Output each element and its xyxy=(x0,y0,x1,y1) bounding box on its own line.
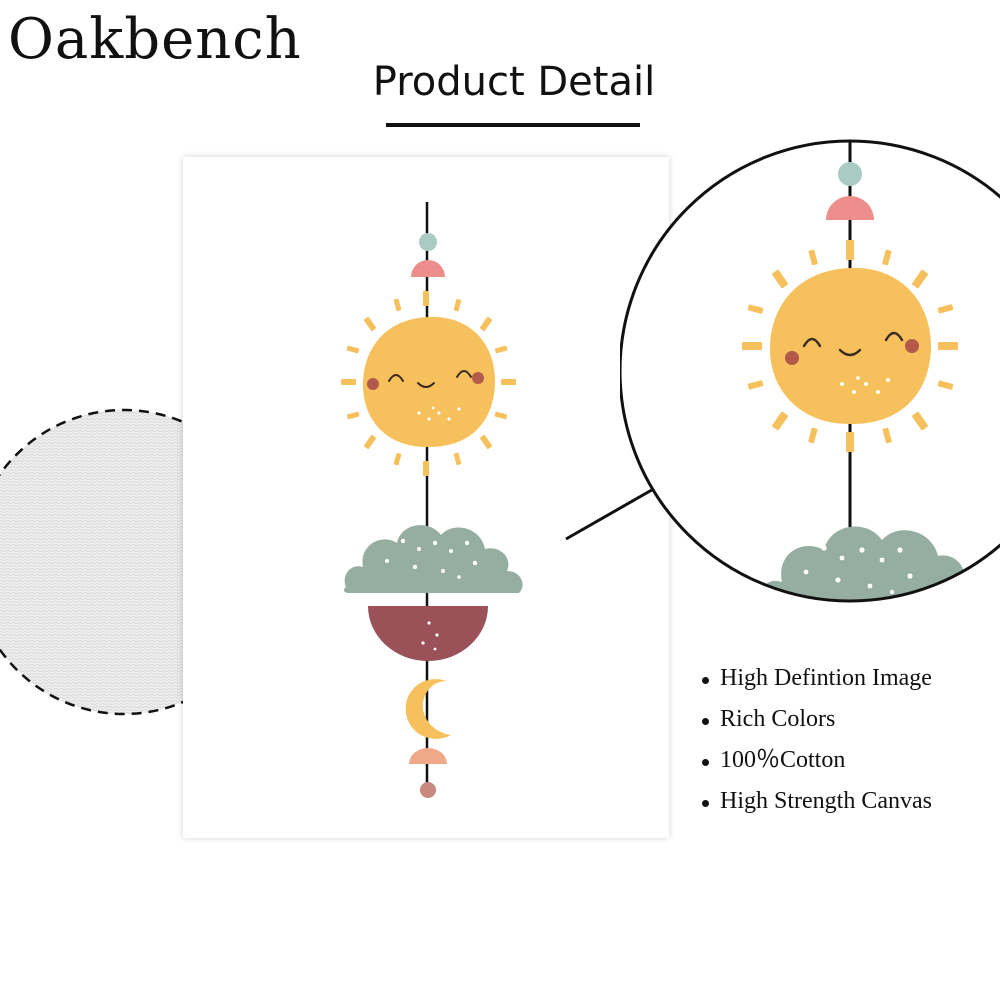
feature-item: 100％Cotton xyxy=(700,742,932,783)
sun-body xyxy=(363,316,496,448)
teal-bead xyxy=(419,233,437,251)
brand-logo: Oakbench xyxy=(8,7,302,72)
bowl-half-circle xyxy=(368,606,488,661)
sun-rays xyxy=(341,291,516,476)
poster-artwork xyxy=(341,202,523,798)
bottom-bead xyxy=(420,782,436,798)
peach-half-circle xyxy=(409,748,447,764)
title-underline xyxy=(386,123,640,127)
sun-cheek-left xyxy=(367,378,379,390)
sun-cheek-right xyxy=(472,372,484,384)
cloud-dots xyxy=(385,538,478,579)
feature-item: High Defintion Image xyxy=(700,660,932,701)
feature-item: High Strength Canvas xyxy=(700,783,932,824)
poster-card xyxy=(183,157,669,838)
zoom-detail-circle xyxy=(620,139,1000,603)
cloud xyxy=(344,525,523,593)
bowl-dots xyxy=(421,621,439,651)
sun-face xyxy=(388,370,472,388)
page-title: Product Detail xyxy=(372,59,656,105)
sun-freckles xyxy=(417,406,461,421)
feature-item: Rich Colors xyxy=(700,701,932,742)
pink-half-circle xyxy=(411,260,445,277)
feature-list: High Defintion Image Rich Colors 100％Cot… xyxy=(700,660,932,824)
moon xyxy=(405,679,451,739)
